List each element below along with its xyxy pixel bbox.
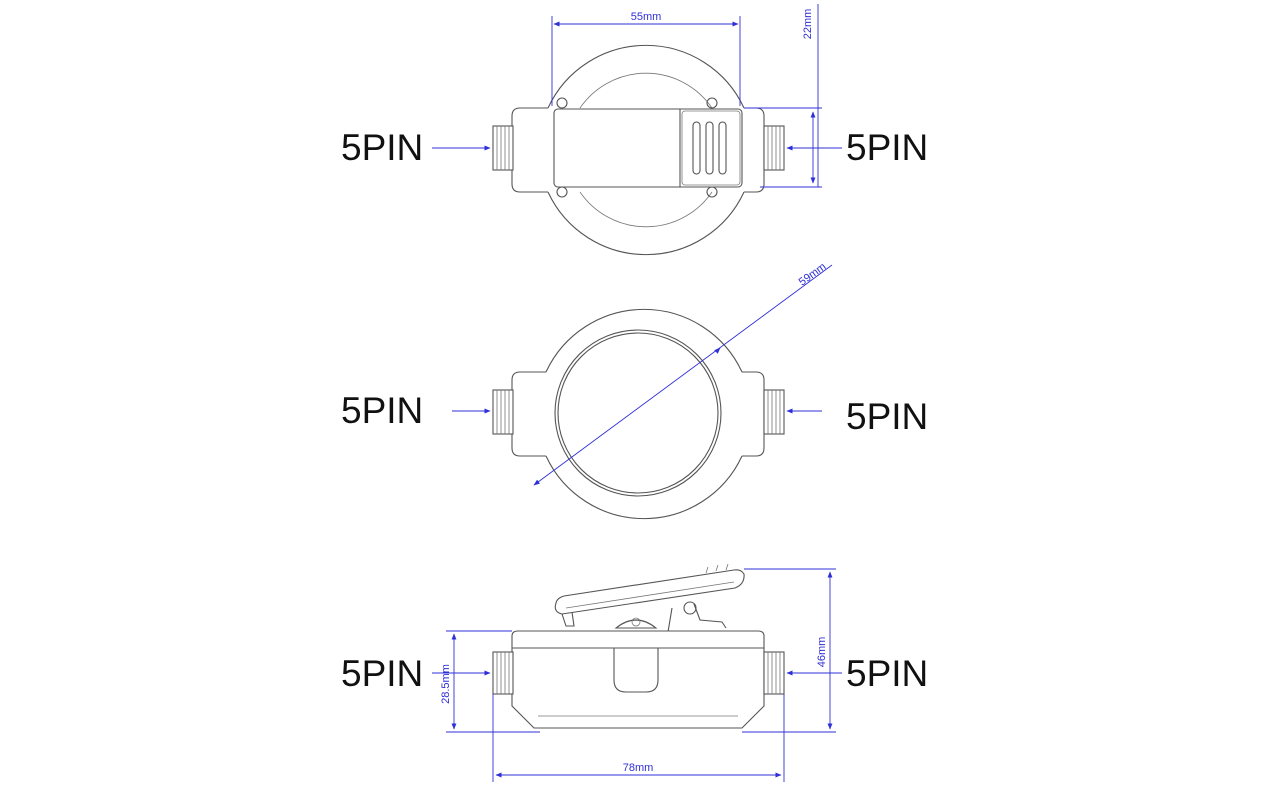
dim-top-width-label: 55mm [631,11,662,23]
mid-lens-outer [554,329,722,497]
top-right-pin-label: 5PIN [846,127,928,168]
dim-right-height: 46mm [742,568,836,733]
side-lens-dome [613,648,659,693]
dim-diameter: 59mm [533,261,833,486]
top-right-boss [744,107,765,193]
dim-top-height: 22mm [744,4,822,188]
top-right-connector [763,125,785,171]
dim-total-width: 78mm [492,694,785,782]
top-screws [556,97,718,198]
mid-right-pin-label: 5PIN [846,396,928,437]
bottom-right-pin-label: 5PIN [846,653,928,694]
mid-right-boss [742,371,765,457]
side-view: 28.5mm 46mm 78mm 5PIN 5PIN [341,563,928,782]
top-left-connector [492,125,514,171]
mid-left-pin-label: 5PIN [341,390,423,431]
mid-left-connector [492,389,514,435]
dim-left-height: 28.5mm [440,630,540,733]
mid-ring-body [545,308,743,520]
mid-left-boss [511,371,546,457]
side-right-connector [763,651,785,695]
middle-view: 59mm 5PIN 5PIN [341,261,928,520]
top-left-boss [511,107,548,193]
top-inner-ring [579,72,713,228]
dim-top-height-label: 22mm [802,9,814,40]
bottom-left-pin-label: 5PIN [341,653,423,694]
top-clip-vents [692,121,727,175]
dim-total-width-label: 78mm [623,762,654,774]
side-clip-lever [554,569,745,615]
dim-right-height-label: 46mm [816,637,828,668]
mid-lens-inner [557,332,719,494]
dim-diameter-label: 59mm [797,261,829,289]
top-view: 55mm 22mm 5PIN 5PIN [341,4,928,256]
top-clip [553,108,743,188]
dim-left-height-label: 28.5mm [440,664,452,704]
top-left-pin-label: 5PIN [341,127,423,168]
top-ring-body [547,44,745,256]
dim-top-width: 55mm [551,11,741,106]
side-hinge [561,601,727,633]
mid-right-connector [763,389,785,435]
side-left-connector [492,651,514,695]
side-body [511,630,765,729]
